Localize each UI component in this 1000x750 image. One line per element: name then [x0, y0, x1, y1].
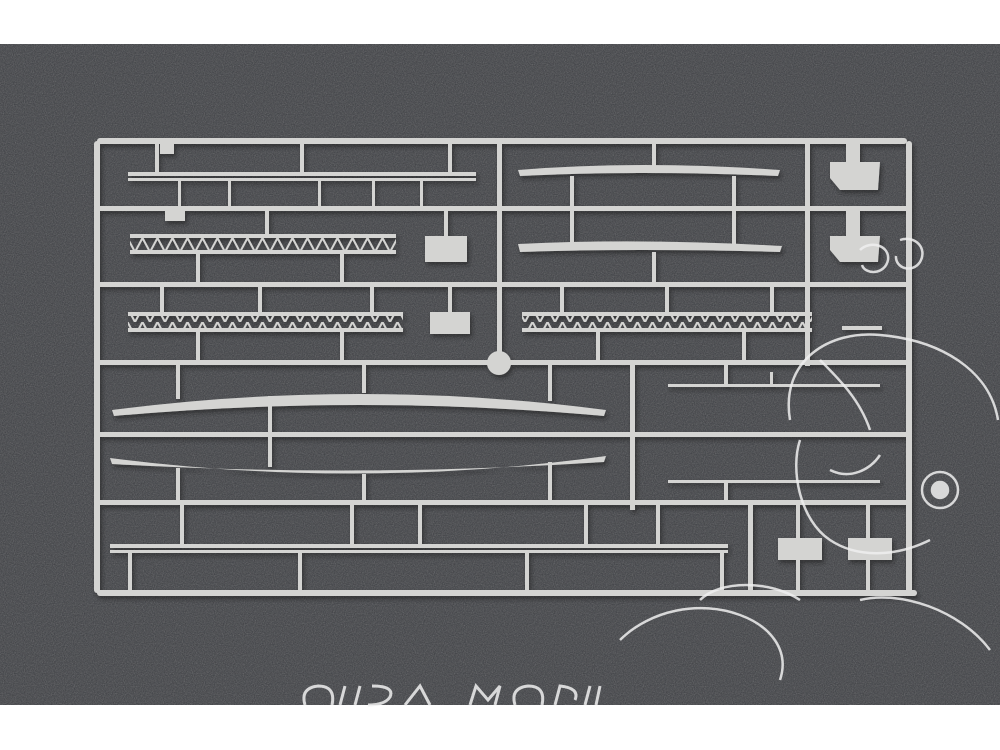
watermark-wordmark	[302, 682, 602, 707]
runner-center	[497, 141, 502, 371]
frame-right	[906, 141, 912, 593]
runner-h5	[97, 500, 910, 505]
block-row2	[425, 236, 467, 262]
rod-right-1	[668, 384, 880, 387]
truss-row3-right-top	[522, 312, 812, 316]
rod-right-2	[668, 480, 880, 483]
backdrop-bottom-strip	[0, 705, 1000, 750]
truss-row3-right-web	[522, 316, 812, 328]
plate-bottom-right-1	[778, 538, 822, 560]
watermark-mascot-head	[787, 333, 1000, 421]
runner-right-inner	[805, 141, 810, 366]
runner-h4	[97, 432, 910, 437]
sprue-center-disc	[487, 351, 511, 375]
blade-long-2	[110, 456, 606, 474]
rail-bottom	[110, 544, 728, 548]
frame-left	[94, 141, 100, 593]
truss-row2-web	[130, 238, 396, 250]
rail-row1	[128, 172, 476, 176]
blade-upper-right-2	[518, 241, 782, 252]
backdrop-top-strip	[0, 0, 1000, 44]
block-row3	[430, 312, 470, 334]
plate-right-2	[830, 236, 880, 262]
truss-row2-top	[130, 234, 396, 238]
watermark-mascot-eye	[920, 470, 960, 510]
plate-bottom-right-2	[848, 538, 892, 560]
blade-long-1	[112, 394, 606, 416]
watermark-logo	[619, 237, 1000, 681]
plate-right-1	[830, 162, 880, 190]
blade-upper-right-1	[518, 165, 780, 176]
runner-h2	[97, 282, 910, 287]
runner-lower-right-2	[748, 505, 753, 593]
sprue-frame	[94, 138, 917, 596]
runner-h1	[97, 206, 910, 211]
truss-row3-web	[128, 316, 403, 328]
truss-row3-top	[128, 312, 403, 316]
